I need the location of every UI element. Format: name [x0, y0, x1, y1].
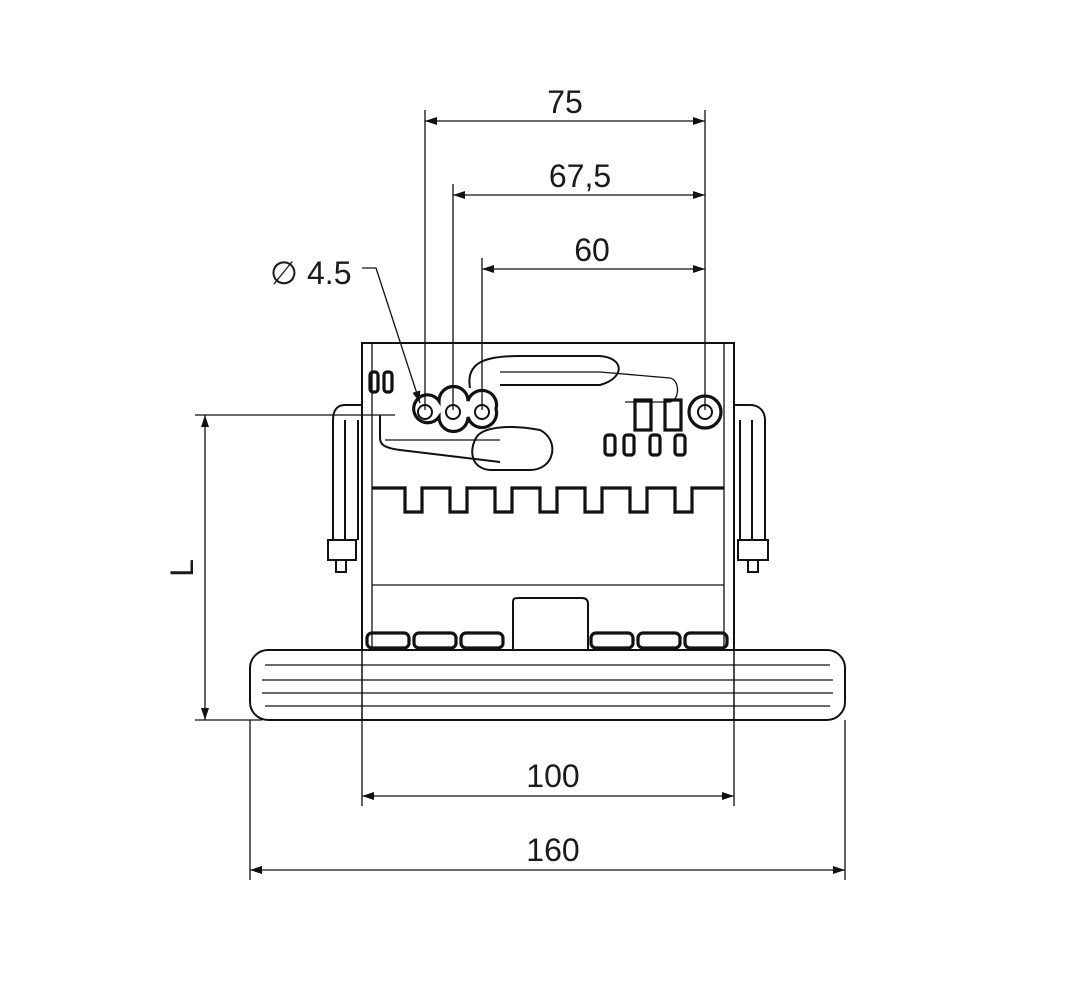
dimension-160-label: 160 [526, 832, 579, 868]
dimension-160: 160 [249, 720, 846, 880]
diameter-symbol: ∅ [270, 255, 298, 291]
dimension-75: 75 [424, 84, 706, 410]
dimension-60: 60 [481, 232, 705, 410]
dimension-67-5: 67,5 [452, 158, 705, 410]
mounting-holes [412, 384, 723, 434]
dimension-100-label: 100 [526, 758, 579, 794]
base-bar [249, 649, 846, 721]
dimension-75-label: 75 [547, 84, 583, 120]
hinge-body [327, 342, 769, 651]
hole-diameter-label: 4.5 [307, 255, 351, 291]
hole-diameter-callout: ∅ 4.5 [270, 255, 421, 404]
dimension-60-label: 60 [574, 232, 610, 268]
dimension-67-5-label: 67,5 [549, 158, 611, 194]
grip-pads [365, 631, 729, 650]
dimension-L-label: L [164, 559, 200, 577]
dimension-100: 100 [361, 650, 735, 806]
dimension-L: L [164, 414, 395, 721]
